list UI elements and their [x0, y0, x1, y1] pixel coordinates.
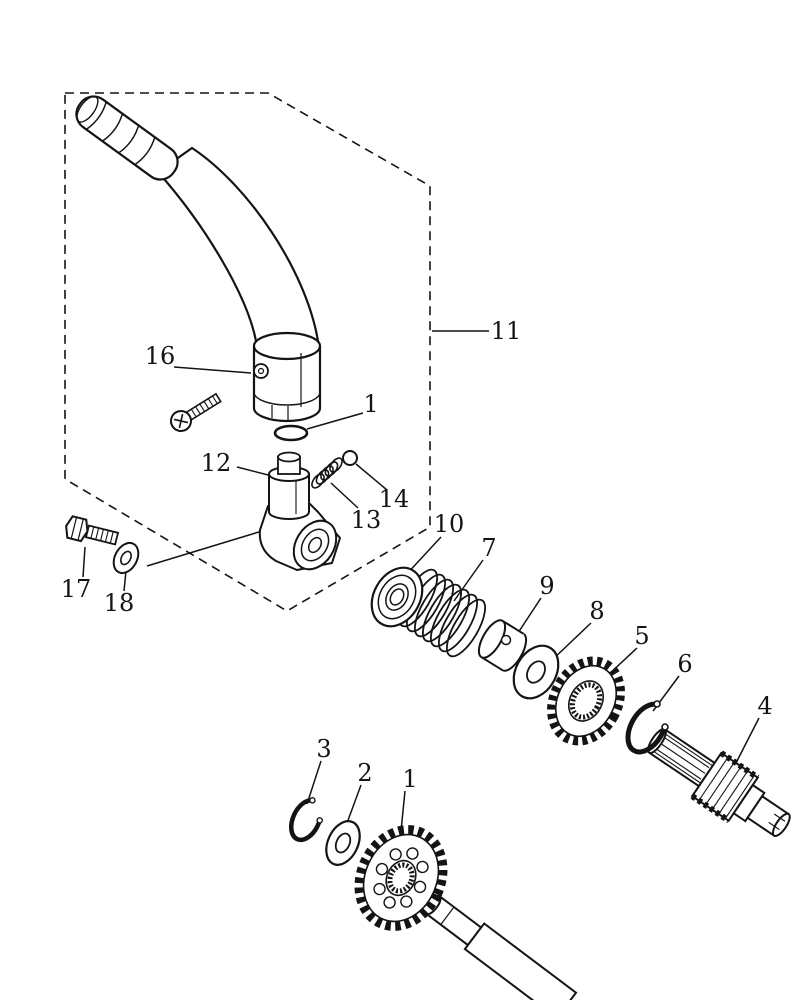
leader-line-3	[306, 760, 322, 805]
lever-boss	[252, 346, 322, 423]
lever-grip	[75, 95, 179, 181]
leader-line-14	[355, 463, 388, 491]
part-label-12: 12	[201, 449, 232, 477]
leader-line-1-oring	[306, 412, 364, 430]
part-label-9: 9	[539, 572, 554, 600]
part-label-3: 3	[316, 735, 331, 763]
bushing-9	[477, 619, 528, 672]
part-label-11: 11	[491, 317, 522, 345]
part-label-13: 13	[351, 506, 382, 534]
bolt-17	[65, 515, 120, 546]
part-label-1-gear: 1	[402, 765, 417, 793]
part-label-1-oring: 1	[363, 390, 378, 418]
kick-axle-shaft-4	[647, 728, 791, 838]
part-label-8: 8	[589, 597, 604, 625]
leader-line-1-gear	[400, 790, 406, 832]
bushing-hole	[500, 634, 512, 646]
leader-line-13	[330, 482, 359, 509]
oring-1	[273, 424, 309, 442]
leader-line-16	[173, 366, 252, 374]
kick-gear-5	[547, 656, 625, 746]
washer-2	[325, 820, 361, 866]
part-label-18: 18	[104, 589, 135, 617]
washer-8	[512, 644, 560, 700]
ball-14	[342, 450, 358, 466]
spring-seat-10	[370, 566, 424, 628]
part-label-14: 14	[379, 485, 410, 513]
output-shaft	[424, 894, 578, 1000]
part-label-2: 2	[357, 759, 372, 787]
leader-line-8	[550, 622, 592, 662]
kick-lever-11	[75, 95, 322, 423]
spring-13	[311, 457, 343, 489]
leader-line-18	[123, 570, 127, 592]
spline-bore	[569, 682, 603, 720]
lever-arm	[156, 146, 320, 343]
leader-line-4	[736, 717, 760, 762]
spline-bore	[387, 862, 415, 894]
shaft-tip-face	[771, 812, 791, 838]
part-label-5: 5	[634, 622, 649, 650]
part-label-4: 4	[757, 692, 772, 720]
circlip-6	[625, 700, 669, 755]
part-label-16: 16	[145, 342, 176, 370]
boss-pin	[253, 363, 269, 379]
circlip-3	[288, 797, 324, 843]
washer-18	[112, 541, 140, 575]
leader-line-7	[453, 559, 484, 602]
screw-16	[170, 392, 222, 432]
idler-gear-1	[354, 825, 448, 931]
kick-joint-12	[258, 451, 341, 571]
joint-socket	[292, 519, 338, 571]
part-label-6: 6	[677, 650, 692, 678]
part-label-17: 17	[61, 575, 92, 603]
part-label-7: 7	[481, 534, 496, 562]
part-labels: 16 11 1 12 13 14 10 7 9 8 5 6 4 17 18 3 …	[61, 317, 773, 793]
leader-line-2	[346, 784, 362, 824]
leader-line-17	[82, 546, 86, 578]
dashed-boundary	[64, 92, 431, 612]
part-label-10: 10	[434, 510, 465, 538]
phillips-slot	[173, 413, 189, 429]
joint-cylinder	[268, 474, 310, 520]
